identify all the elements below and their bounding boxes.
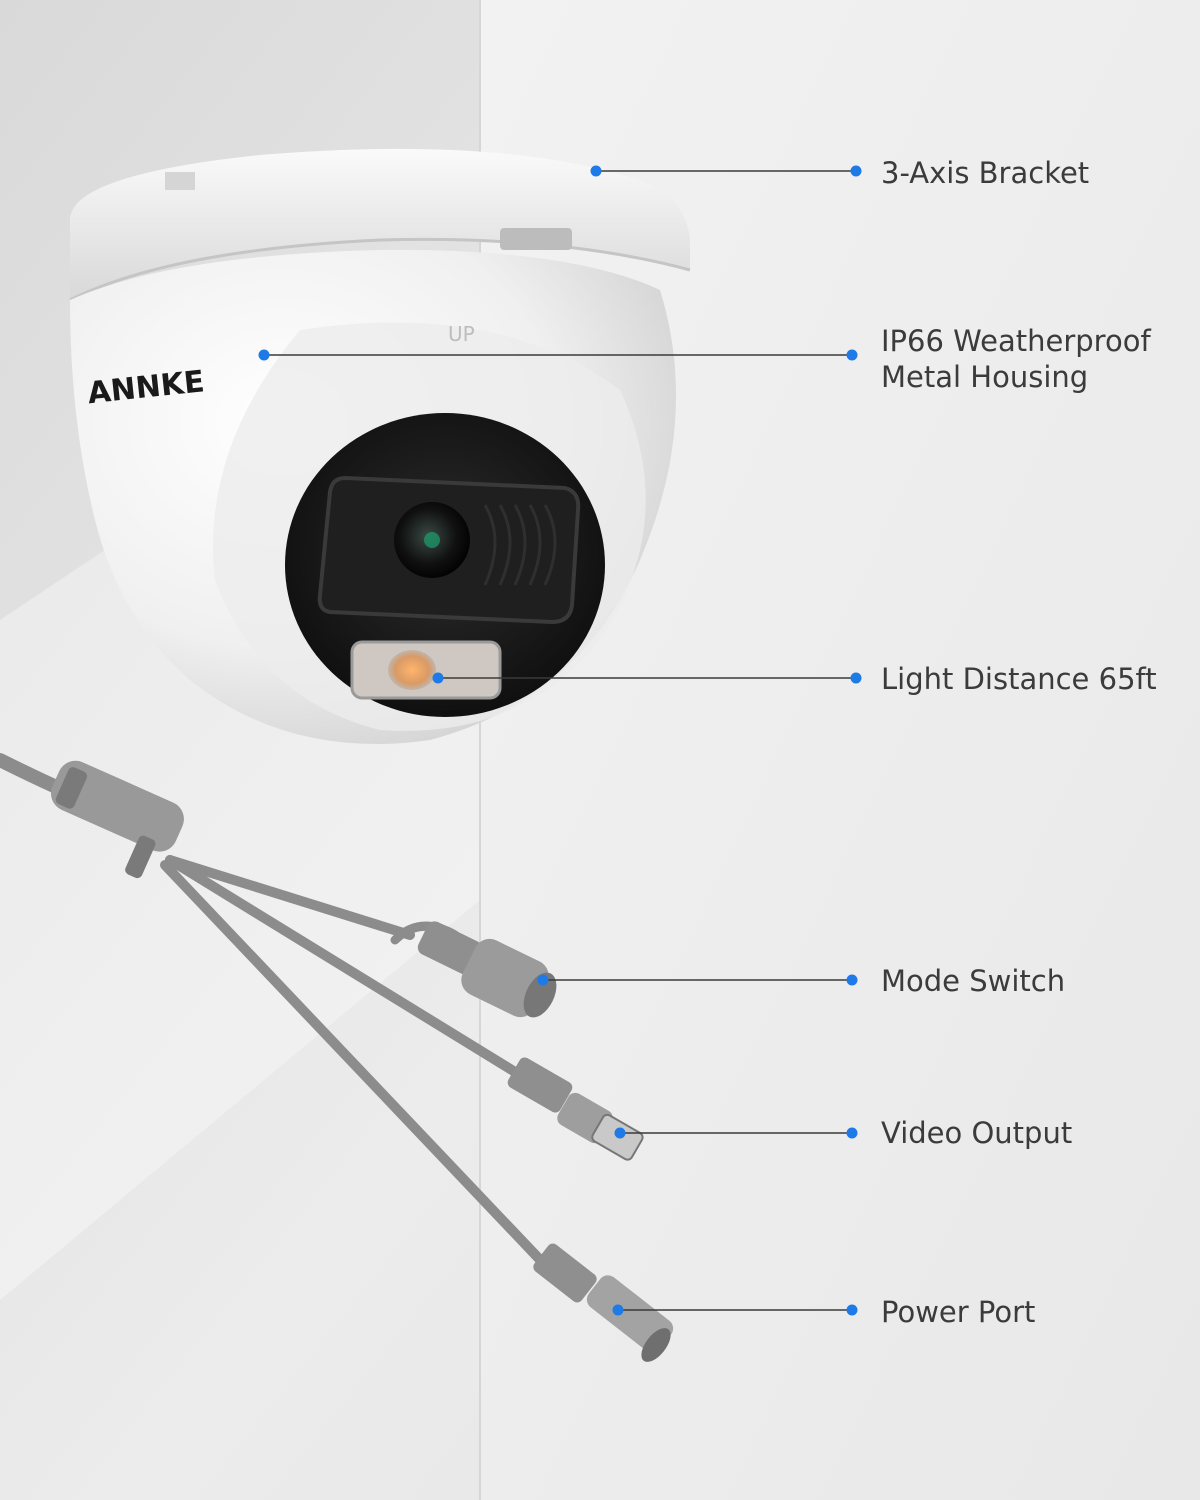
power-label-line: Power Port [881,1295,1036,1329]
housing-dot [258,349,270,361]
mode-dot [537,974,549,986]
bracket-label: 3-Axis Bracket [881,155,1089,191]
mode-switch-connector [417,921,557,1018]
bracket-dot-end [850,165,862,177]
light-label: Light Distance 65ft [881,661,1157,697]
power-label: Power Port [881,1294,1035,1330]
cable-splitter [50,760,184,879]
video-dot-end [846,1127,858,1139]
callout-dots [258,165,862,1316]
mounting-bracket [69,148,691,302]
light-label-line: Light Distance 65ft [881,662,1157,696]
housing-label: IP66 Weatherproof Metal Housing [881,323,1151,395]
bracket-dot [590,165,602,177]
power-dot [612,1304,624,1316]
warm-light-led [388,650,436,690]
mode-label-line: Mode Switch [881,964,1066,998]
housing-dot-end [846,349,858,361]
mode-label: Mode Switch [881,963,1065,999]
mode-dot-end [846,974,858,986]
bracket-label-line: 3-Axis Bracket [881,156,1090,190]
up-marker: UP [448,322,475,346]
cable-harness [0,753,550,1270]
light-dot-end [850,672,862,684]
callout-lines [264,170,856,1311]
video-label-line: Video Output [881,1116,1073,1150]
light-dot [432,672,444,684]
housing-label-line-2: Metal Housing [881,360,1089,394]
power-port-connector [533,1243,674,1362]
housing-label-line-1: IP66 Weatherproof [881,324,1151,358]
power-dot-end [846,1304,858,1316]
camera-face [285,413,605,717]
video-dot [614,1127,626,1139]
video-label: Video Output [881,1115,1072,1151]
